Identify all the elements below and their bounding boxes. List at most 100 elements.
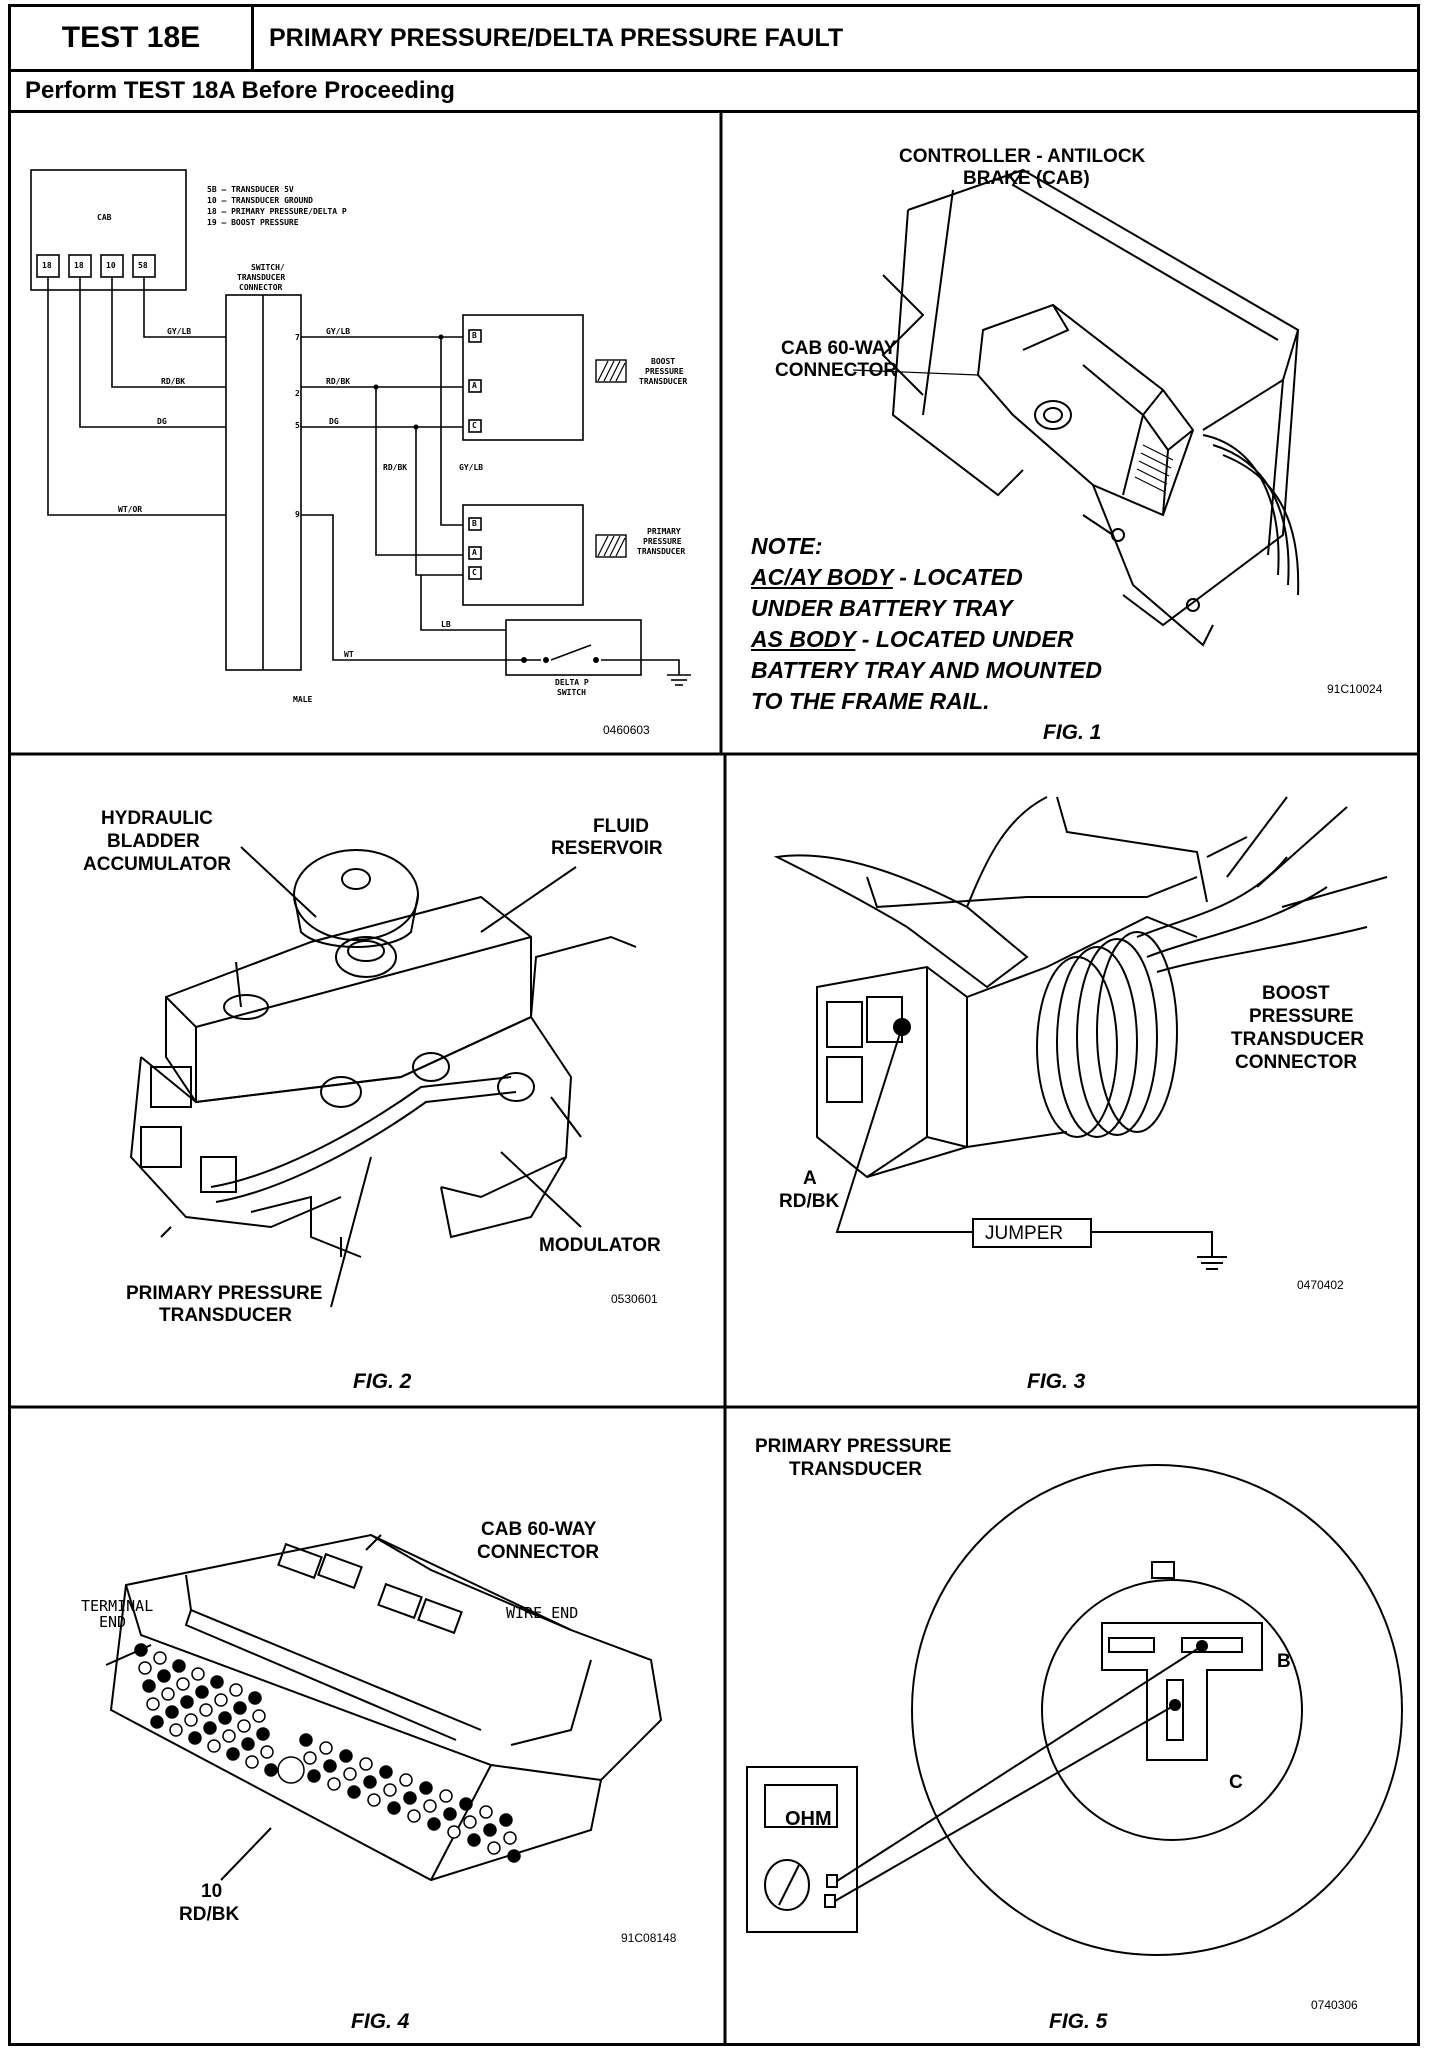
terminal-pin bbox=[260, 1745, 274, 1759]
terminal-pin bbox=[407, 1809, 421, 1823]
grid-lines bbox=[11, 113, 1417, 2043]
terminal-pin bbox=[214, 1693, 228, 1707]
terminal-label: C bbox=[472, 568, 477, 577]
connector-pin: 2 bbox=[295, 389, 300, 398]
terminal-pin bbox=[169, 1723, 183, 1737]
connector-label: CONNECTOR bbox=[1235, 1052, 1358, 1073]
terminal-pin bbox=[233, 1701, 247, 1715]
terminal-pin bbox=[307, 1769, 321, 1783]
terminal-pin bbox=[499, 1813, 513, 1827]
figure-caption: FIG. 3 bbox=[1027, 1370, 1086, 1393]
connector-label: CONNECTOR bbox=[239, 283, 283, 292]
terminal-pin bbox=[161, 1687, 175, 1701]
wire-label: RD/BK bbox=[383, 463, 408, 472]
terminal-pin bbox=[479, 1805, 493, 1819]
note-text: - LOCATED UNDER bbox=[855, 626, 1074, 652]
cab-connector-drawing bbox=[105, 1533, 663, 1882]
terminal-pin bbox=[507, 1849, 521, 1863]
meter-display: OHM bbox=[785, 1808, 832, 1830]
figure-caption: FIG. 1 bbox=[1043, 721, 1102, 744]
note-line: UNDER BATTERY TRAY bbox=[751, 595, 1013, 621]
terminal-pin bbox=[207, 1739, 221, 1753]
reservoir-label: FLUID bbox=[593, 816, 649, 837]
primary-transducer-label: PRIMARY bbox=[647, 527, 681, 536]
terminal-pin bbox=[463, 1815, 477, 1829]
connector-label: PRESSURE bbox=[1249, 1006, 1354, 1027]
accumulator-label: ACCUMULATOR bbox=[83, 854, 232, 875]
connector-label: BOOST bbox=[1262, 983, 1330, 1004]
transducer-label: PRIMARY PRESSURE bbox=[755, 1436, 952, 1457]
terminal-pin bbox=[347, 1785, 361, 1799]
terminal-pin bbox=[343, 1767, 357, 1781]
legend-line: 10 – TRANSDUCER GROUND bbox=[207, 196, 313, 205]
terminal-pin bbox=[134, 1643, 148, 1657]
terminal-pin bbox=[252, 1709, 266, 1723]
wire-label: RD/BK bbox=[326, 377, 351, 386]
wiring-schematic bbox=[30, 169, 691, 686]
test-title: PRIMARY PRESSURE/DELTA PRESSURE FAULT bbox=[269, 23, 844, 52]
terminal-pin bbox=[184, 1713, 198, 1727]
terminal-pin bbox=[195, 1685, 209, 1699]
terminal-end-label: END bbox=[99, 1613, 127, 1631]
connector-label: SWITCH/ bbox=[251, 263, 285, 272]
transducer-label: TRANSDUCER bbox=[159, 1305, 292, 1326]
terminal-pin bbox=[383, 1783, 397, 1797]
pin-leader-line bbox=[220, 1827, 272, 1881]
figure-code: 91C08148 bbox=[621, 1931, 677, 1945]
legend-line: 19 – BOOST PRESSURE bbox=[207, 218, 299, 227]
terminal-pin bbox=[237, 1719, 251, 1733]
primary-transducer-label: PRESSURE bbox=[643, 537, 682, 546]
wire-label: GY/LB bbox=[326, 327, 351, 336]
fig1-panel: CONTROLLER - ANTILOCK BRAKE (CAB) CAB 60… bbox=[723, 115, 1417, 752]
terminal-pin bbox=[359, 1757, 373, 1771]
primary-transducer-label: TRANSDUCER bbox=[637, 547, 686, 556]
boost-transducer-label: TRANSDUCER bbox=[639, 377, 688, 386]
terminal-pin bbox=[319, 1741, 333, 1755]
header-bar: TEST 18E PRIMARY PRESSURE/DELTA PRESSURE… bbox=[11, 7, 1417, 72]
terminal-pin bbox=[459, 1797, 473, 1811]
wire-label: DG bbox=[157, 417, 167, 426]
connector-label: CAB 60-WAY bbox=[781, 338, 897, 359]
wire-label: RD/BK bbox=[161, 377, 186, 386]
figure-caption: FIG. 2 bbox=[353, 1370, 412, 1393]
note-line: BATTERY TRAY AND MOUNTED bbox=[751, 657, 1102, 683]
accumulator-label: HYDRAULIC bbox=[101, 808, 213, 829]
delta-switch-label: SWITCH bbox=[557, 688, 586, 697]
hydraulic-unit-drawing bbox=[129, 846, 637, 1308]
terminal-pin bbox=[427, 1817, 441, 1831]
figure-code: 91C10024 bbox=[1327, 682, 1383, 696]
terminal-label: B bbox=[472, 519, 477, 528]
terminal-pin bbox=[210, 1675, 224, 1689]
test-sheet: TEST 18E PRIMARY PRESSURE/DELTA PRESSURE… bbox=[8, 4, 1420, 2046]
wire-label: GY/LB bbox=[167, 327, 192, 336]
terminal-c-label: C bbox=[1229, 1772, 1243, 1793]
connector-pin: 7 bbox=[295, 333, 300, 342]
wire-label: WT bbox=[344, 650, 354, 659]
wire-label: DG bbox=[329, 417, 339, 426]
connector-pin: 9 bbox=[295, 510, 300, 519]
pin-label: RD/BK bbox=[779, 1191, 840, 1212]
male-label: MALE bbox=[293, 695, 313, 704]
jumper-label: JUMPER bbox=[985, 1223, 1064, 1244]
figure-code: 0470402 bbox=[1297, 1278, 1344, 1292]
terminal-pin bbox=[503, 1831, 517, 1845]
terminal-pin bbox=[241, 1737, 255, 1751]
terminal-pin bbox=[157, 1669, 171, 1683]
boost-transducer-label: BOOST bbox=[651, 357, 676, 366]
connector-label: TRANSDUCER bbox=[1231, 1029, 1364, 1050]
pin-label: 10 bbox=[201, 1881, 223, 1902]
terminal-pin bbox=[323, 1759, 337, 1773]
wire-label: LB bbox=[441, 620, 451, 629]
key-hole bbox=[277, 1756, 305, 1784]
transducer-label: PRIMARY PRESSURE bbox=[126, 1283, 323, 1304]
terminal-label: A bbox=[472, 381, 477, 390]
connector-label: CAB 60-WAY bbox=[481, 1519, 597, 1540]
terminal-pin bbox=[199, 1703, 213, 1717]
terminal-pin bbox=[399, 1773, 413, 1787]
note-line: AC/AY BODY - LOCATED bbox=[751, 562, 1023, 593]
terminal-pin bbox=[245, 1755, 259, 1769]
legend-line: 5B – TRANSDUCER 5V bbox=[207, 185, 294, 194]
fig2-panel: HYDRAULIC BLADDER ACCUMULATOR FLUID RESE… bbox=[11, 757, 723, 1405]
connector-pin: 5 bbox=[295, 421, 300, 430]
wire-end-label: WIRE END bbox=[506, 1604, 579, 1622]
